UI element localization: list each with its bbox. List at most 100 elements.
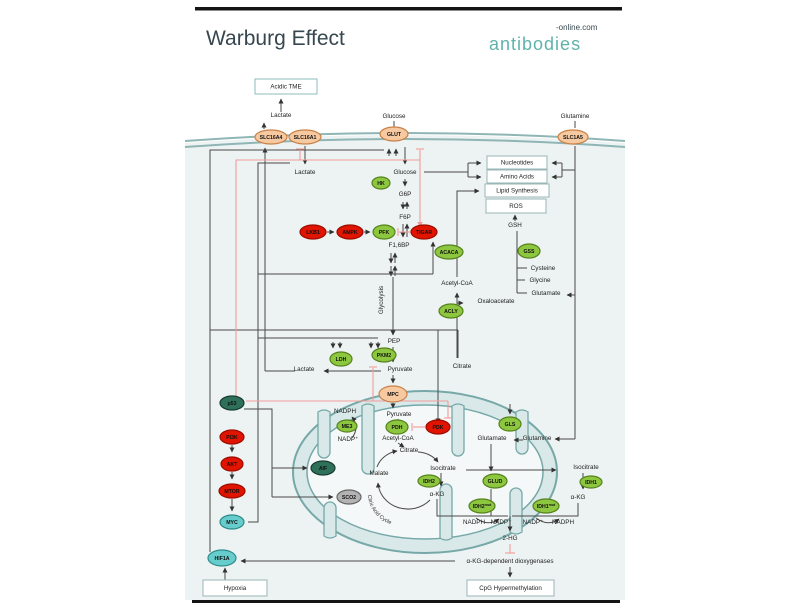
node-tigar[interactable]: TIGAR — [410, 224, 438, 240]
label-isocitrate-cyto: Isocitrate — [573, 464, 599, 471]
label-dioxygenases: α-KG-dependent dioxygenases — [467, 558, 554, 565]
node-label-pdk: PDK — [433, 425, 444, 431]
node-label-gls: GLS — [505, 422, 516, 428]
node-lkb1[interactable]: LKB1 — [299, 224, 327, 240]
node-pfk[interactable]: PFK — [372, 224, 396, 240]
inhibition-lines — [235, 148, 515, 554]
node-hif1a[interactable]: HIF1A — [207, 549, 237, 567]
label-g6p: G6P — [399, 191, 412, 198]
node-pi3k[interactable]: PI3K — [219, 429, 245, 445]
node-label-acly: ACLY — [444, 309, 458, 315]
node-glud[interactable]: GLUD — [482, 473, 508, 489]
label-glucose-in: Glucose — [393, 169, 417, 176]
label-nadp-me3: NADP⁺ — [338, 436, 359, 443]
node-pdh[interactable]: PDH — [385, 419, 409, 435]
node-ampk[interactable]: AMPK — [336, 224, 364, 240]
node-acly[interactable]: ACLY — [438, 303, 464, 319]
node-myc[interactable]: MYC — [219, 514, 245, 530]
label-akg-cyto: α-KG — [571, 494, 586, 501]
label-lactate-mid: Lactate — [294, 366, 315, 373]
box-amino-acids: Amino Acids — [486, 169, 548, 184]
node-gss[interactable]: GSS — [517, 243, 541, 259]
node-label-myc: MYC — [226, 520, 238, 526]
label-twohg: 2-HG — [502, 535, 517, 542]
label-citrate-cyto: Citrate — [453, 363, 472, 370]
node-slc16a1[interactable]: SLC16A1 — [288, 129, 322, 145]
node-gls[interactable]: GLS — [498, 416, 522, 432]
label-pep: PEP — [388, 338, 401, 345]
label-nadp-idh2: NADP⁺ — [491, 519, 512, 526]
box-lipid-synthesis: Lipid Synthesis — [484, 183, 550, 198]
node-label-slc16a4: SLC16A4 — [260, 135, 283, 141]
label-lactate-top: Lactate — [271, 112, 292, 119]
node-glut[interactable]: GLUT — [379, 126, 409, 142]
label-glutamate-gsh: Glutamate — [531, 290, 561, 297]
label-glutamine-mito: Glutamine — [523, 435, 552, 442]
node-label-glut: GLUT — [387, 132, 402, 138]
node-label-tigar: TIGAR — [416, 230, 432, 236]
node-label-idh1: IDH1 — [585, 480, 597, 486]
box-ros: ROS — [485, 198, 547, 214]
node-mtor[interactable]: MTOR — [218, 483, 246, 499]
node-aif[interactable]: AIF — [310, 460, 336, 476]
page-title: Warburg Effect — [206, 27, 345, 50]
node-label-slc16a1: SLC16A1 — [294, 135, 317, 141]
label-nadph-idh1: NADPH — [552, 519, 574, 526]
node-acaca[interactable]: ACACA — [434, 244, 464, 260]
node-sco2[interactable]: SCO2 — [336, 489, 362, 505]
node-label-hif1a: HIF1A — [215, 556, 230, 562]
label-acetylcoa-mito: Acetyl-CoA — [382, 435, 414, 442]
label-cysteine: Cysteine — [531, 265, 556, 272]
node-label-pdh: PDH — [392, 425, 403, 431]
label-citrate-mito: Citrate — [400, 447, 419, 454]
node-label-glud: GLUD — [488, 479, 503, 485]
node-pdk[interactable]: PDK — [425, 419, 451, 435]
node-idh1mut[interactable]: IDH1mut — [532, 498, 560, 514]
brand-logo: antibodies — [489, 34, 581, 54]
label-acetylcoa-cyto: Acetyl-CoA — [441, 280, 473, 287]
node-label-sco2: SCO2 — [342, 495, 356, 501]
node-label-idh2: IDH2 — [423, 479, 435, 485]
node-label-idh1mut: IDH1mut — [537, 503, 556, 510]
box-label-acidic-tme: Acidic TME — [270, 84, 301, 91]
node-me3[interactable]: ME3 — [336, 419, 358, 433]
label-oxaloacetate: Oxaloacetate — [477, 298, 515, 305]
node-label-p53: p53 — [228, 401, 237, 407]
label-f6p: F6P — [399, 214, 411, 221]
node-akt[interactable]: AKT — [220, 456, 244, 472]
node-idh2[interactable]: IDH2 — [417, 474, 441, 488]
label-akg-mito: α-KG — [430, 491, 445, 498]
node-label-pfk: PFK — [379, 230, 390, 236]
label-glycolysis: Glycolysis — [378, 286, 385, 314]
node-hk[interactable]: HK — [371, 176, 391, 190]
box-label-ros: ROS — [509, 203, 522, 210]
node-slc1a5[interactable]: SLC1A5 — [557, 129, 589, 145]
label-glucose-top: Glucose — [382, 113, 406, 120]
label-lactate-in: Lactate — [295, 169, 316, 176]
node-slc16a4[interactable]: SLC16A4 — [254, 129, 288, 145]
node-idh2mut[interactable]: IDH2mut — [468, 498, 496, 514]
node-label-pkm2: PKM2 — [377, 353, 392, 359]
node-label-mtor: MTOR — [224, 489, 239, 495]
node-label-gss: GSS — [524, 249, 535, 255]
node-label-mpc: MPC — [387, 392, 399, 398]
node-pkm2[interactable]: PKM2 — [371, 347, 397, 363]
node-p53[interactable]: p53 — [219, 395, 245, 411]
label-malate: Malate — [370, 470, 389, 477]
node-ldh[interactable]: LDH — [329, 351, 353, 367]
node-mpc[interactable]: MPC — [378, 385, 408, 403]
box-hypoxia: Hypoxia — [202, 579, 268, 597]
node-idh1[interactable]: IDH1 — [579, 475, 603, 489]
page-top-border — [195, 7, 622, 11]
label-nadph-me3: NADPH — [334, 408, 356, 415]
node-label-acaca: ACACA — [440, 250, 459, 256]
page-bottom-border — [192, 600, 620, 603]
node-label-slc1a5: SLC1A5 — [563, 135, 583, 141]
node-label-lkb1: LKB1 — [306, 230, 320, 236]
node-label-pi3k: PI3K — [226, 435, 238, 441]
box-label-nucleotides: Nucleotides — [501, 160, 533, 167]
label-isocitrate-mito: Isocitrate — [430, 465, 456, 472]
node-label-me3: ME3 — [342, 424, 353, 430]
node-label-aif: AIF — [319, 466, 327, 472]
